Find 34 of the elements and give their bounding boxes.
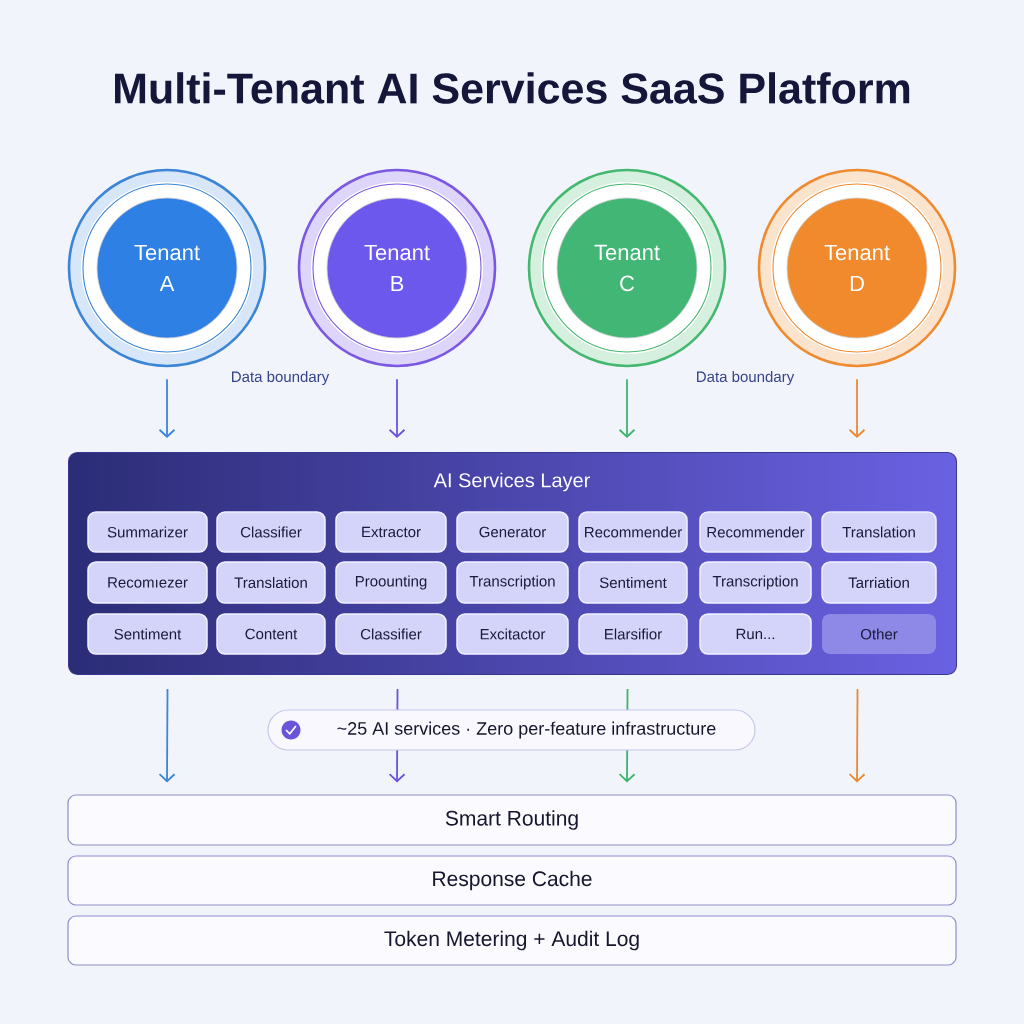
service-chip: Run...	[699, 613, 812, 655]
arrow	[848, 378, 866, 438]
service-chip: Generator	[456, 511, 569, 553]
service-chip: Summarizer	[87, 511, 208, 553]
service-chip: Recomıezer	[87, 561, 208, 604]
arrow	[388, 378, 406, 438]
arrow	[158, 688, 176, 783]
layer-bar: Token Metering + Audit Log	[67, 915, 957, 966]
service-chip: Recommender	[578, 511, 688, 553]
service-chip: Translation	[216, 561, 326, 604]
service-chip: Sentiment	[578, 561, 688, 604]
service-chip: Content	[216, 613, 326, 655]
arrow	[618, 378, 636, 438]
service-chip: Tarriation	[821, 561, 937, 604]
arrow	[848, 688, 866, 783]
service-chip: Sentiment	[87, 613, 208, 655]
service-chip: Transcription	[699, 561, 812, 604]
service-chip: Transcription	[456, 561, 569, 604]
arrow	[158, 378, 176, 438]
service-chip: Translation	[821, 511, 937, 553]
service-chip: Excitactor	[456, 613, 569, 655]
boundary-label: Data boundary	[232, 371, 330, 385]
service-chip: Classifier	[335, 613, 447, 655]
title: Multi-Tenant AI Services SaaS Platform	[115, 72, 910, 104]
service-chip: Classifier	[216, 511, 326, 553]
service-chip: Recommender	[699, 511, 812, 553]
service-chip: Elarsifior	[578, 613, 688, 655]
service-chip: Proounting	[335, 561, 447, 604]
service-chip: Extractor	[335, 511, 447, 553]
layer-bar: Smart Routing	[67, 794, 957, 846]
boundary-label: Data boundary	[697, 371, 795, 385]
info-badge: ~25 AI services · Zero per-feature infrastructure	[267, 709, 756, 751]
service-chip: Other	[822, 614, 936, 654]
layer-bar: Response Cache	[67, 855, 957, 906]
